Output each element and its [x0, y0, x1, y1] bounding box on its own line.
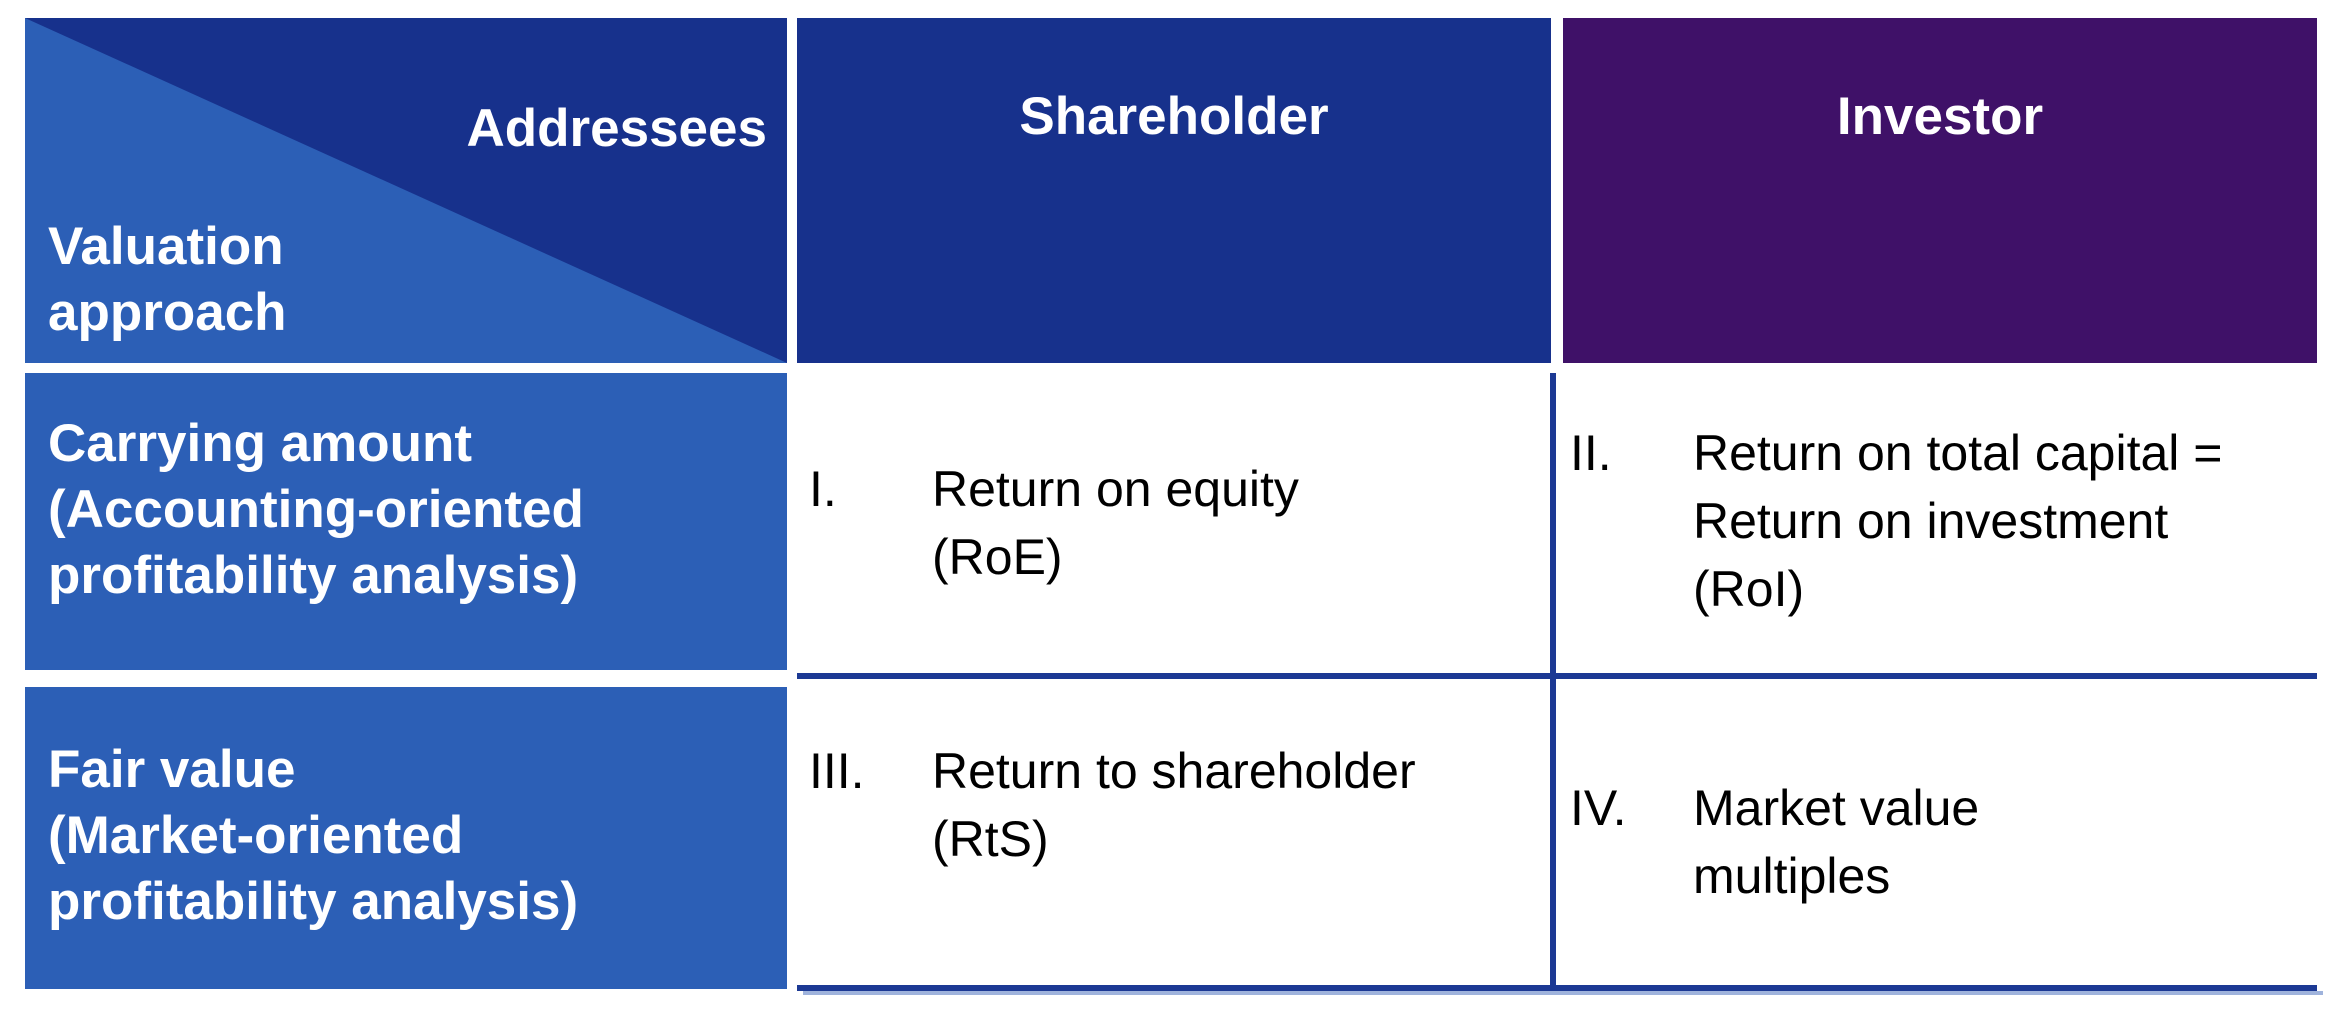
cell-numeral: I.: [809, 461, 837, 517]
row-header-fair-value: Fair value (Market-oriented profitabilit…: [25, 687, 787, 989]
cell-text: Return on equity (RoE): [932, 461, 1299, 585]
cell-iv-market-value-multiples: IV. Market value multiples: [1556, 679, 2317, 985]
table-bottom-shadow-line: [803, 991, 2323, 995]
cell-i-return-on-equity: I. Return on equity (RoE): [797, 373, 1550, 673]
cell-ii-return-on-total-capital: II. Return on total capital = Return on …: [1556, 373, 2317, 673]
column-header-investor: Investor: [1563, 18, 2317, 363]
corner-cell: Addressees Valuation approach: [25, 18, 787, 363]
cell-text: Market value multiples: [1693, 780, 1980, 904]
cell-iii-return-to-shareholder: III. Return to shareholder (RtS): [797, 679, 1550, 985]
table-bottom-border-line: [797, 985, 2317, 991]
cell-numeral: IV.: [1570, 780, 1627, 836]
valuation-approach-axis-label: Valuation approach: [48, 217, 287, 342]
column-divider-line: [1550, 373, 1556, 991]
column-header-shareholder: Shareholder: [797, 18, 1551, 363]
cell-text: Return on total capital = Return on inve…: [1693, 425, 2223, 617]
row-divider-line: [797, 673, 2317, 679]
row-header-carrying-amount: Carrying amount (Accounting-oriented pro…: [25, 373, 787, 670]
cell-text: Return to shareholder (RtS): [932, 743, 1416, 867]
cell-numeral: III.: [809, 743, 865, 799]
cell-numeral: II.: [1570, 425, 1612, 481]
addressees-axis-label: Addressees: [466, 99, 767, 158]
